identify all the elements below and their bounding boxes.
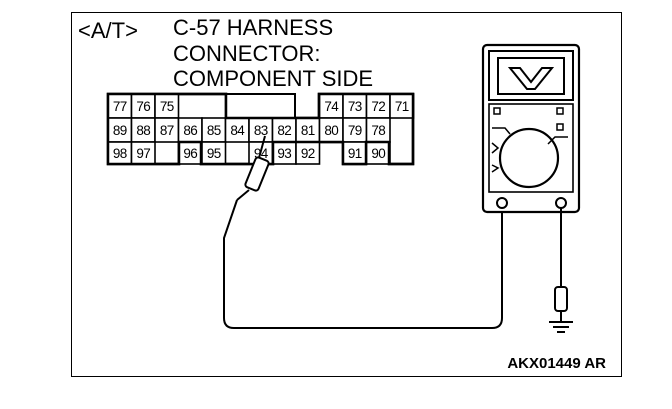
pin-label: 73 — [348, 99, 362, 114]
diagram-frame — [71, 12, 622, 377]
title-line-2: CONNECTOR: — [173, 41, 321, 66]
pin-label: 88 — [136, 123, 150, 138]
pin-label: 80 — [324, 123, 338, 138]
pin-label: 83 — [254, 123, 268, 138]
pin-label: 92 — [301, 146, 315, 161]
display-v-glyph — [507, 67, 555, 90]
pin-label: 82 — [277, 123, 291, 138]
ground-symbol-icon — [549, 311, 573, 333]
pin-label: 81 — [301, 123, 315, 138]
ground-clip — [554, 286, 568, 312]
pin-label: 71 — [395, 99, 409, 114]
test-probe-icon — [236, 135, 270, 201]
connector-tag: <A/T> — [78, 18, 138, 43]
pin-label: 77 — [113, 99, 127, 114]
pin-label: 75 — [160, 99, 174, 114]
pin-label: 86 — [183, 123, 197, 138]
pin-label: 87 — [160, 123, 174, 138]
connector-pins: 77 76 75 74 73 72 71 89 88 87 86 85 84 83 82 81 80 79 78 98… — [106, 92, 415, 166]
pin-label: 93 — [277, 146, 291, 161]
pin-label: 74 — [324, 99, 339, 114]
pin-label: 78 — [371, 123, 385, 138]
pin-label: 72 — [371, 99, 385, 114]
pin-label: 98 — [113, 146, 127, 161]
pin-label: 96 — [183, 146, 197, 161]
meter-com-jack — [496, 197, 508, 209]
pin-label: 97 — [136, 146, 150, 161]
figure-code: AKX01449 AR — [507, 355, 606, 372]
connector-outline-border — [106, 92, 415, 166]
pin-label: 76 — [136, 99, 150, 114]
pin-label: 91 — [348, 146, 362, 161]
probe-lead-wire — [223, 199, 503, 329]
connector-lock-key — [225, 93, 296, 119]
pin-label: 84 — [230, 123, 245, 138]
meter-v-jack — [555, 197, 567, 209]
title-line-1: C-57 HARNESS — [173, 15, 333, 40]
pin-label: 85 — [207, 123, 221, 138]
pin-label: 95 — [207, 146, 221, 161]
pin-label: 90 — [371, 146, 385, 161]
pin-label: 89 — [113, 123, 127, 138]
pin-label: 79 — [348, 123, 362, 138]
title-line-3: COMPONENT SIDE — [173, 66, 373, 91]
voltmeter-icon — [481, 43, 581, 214]
